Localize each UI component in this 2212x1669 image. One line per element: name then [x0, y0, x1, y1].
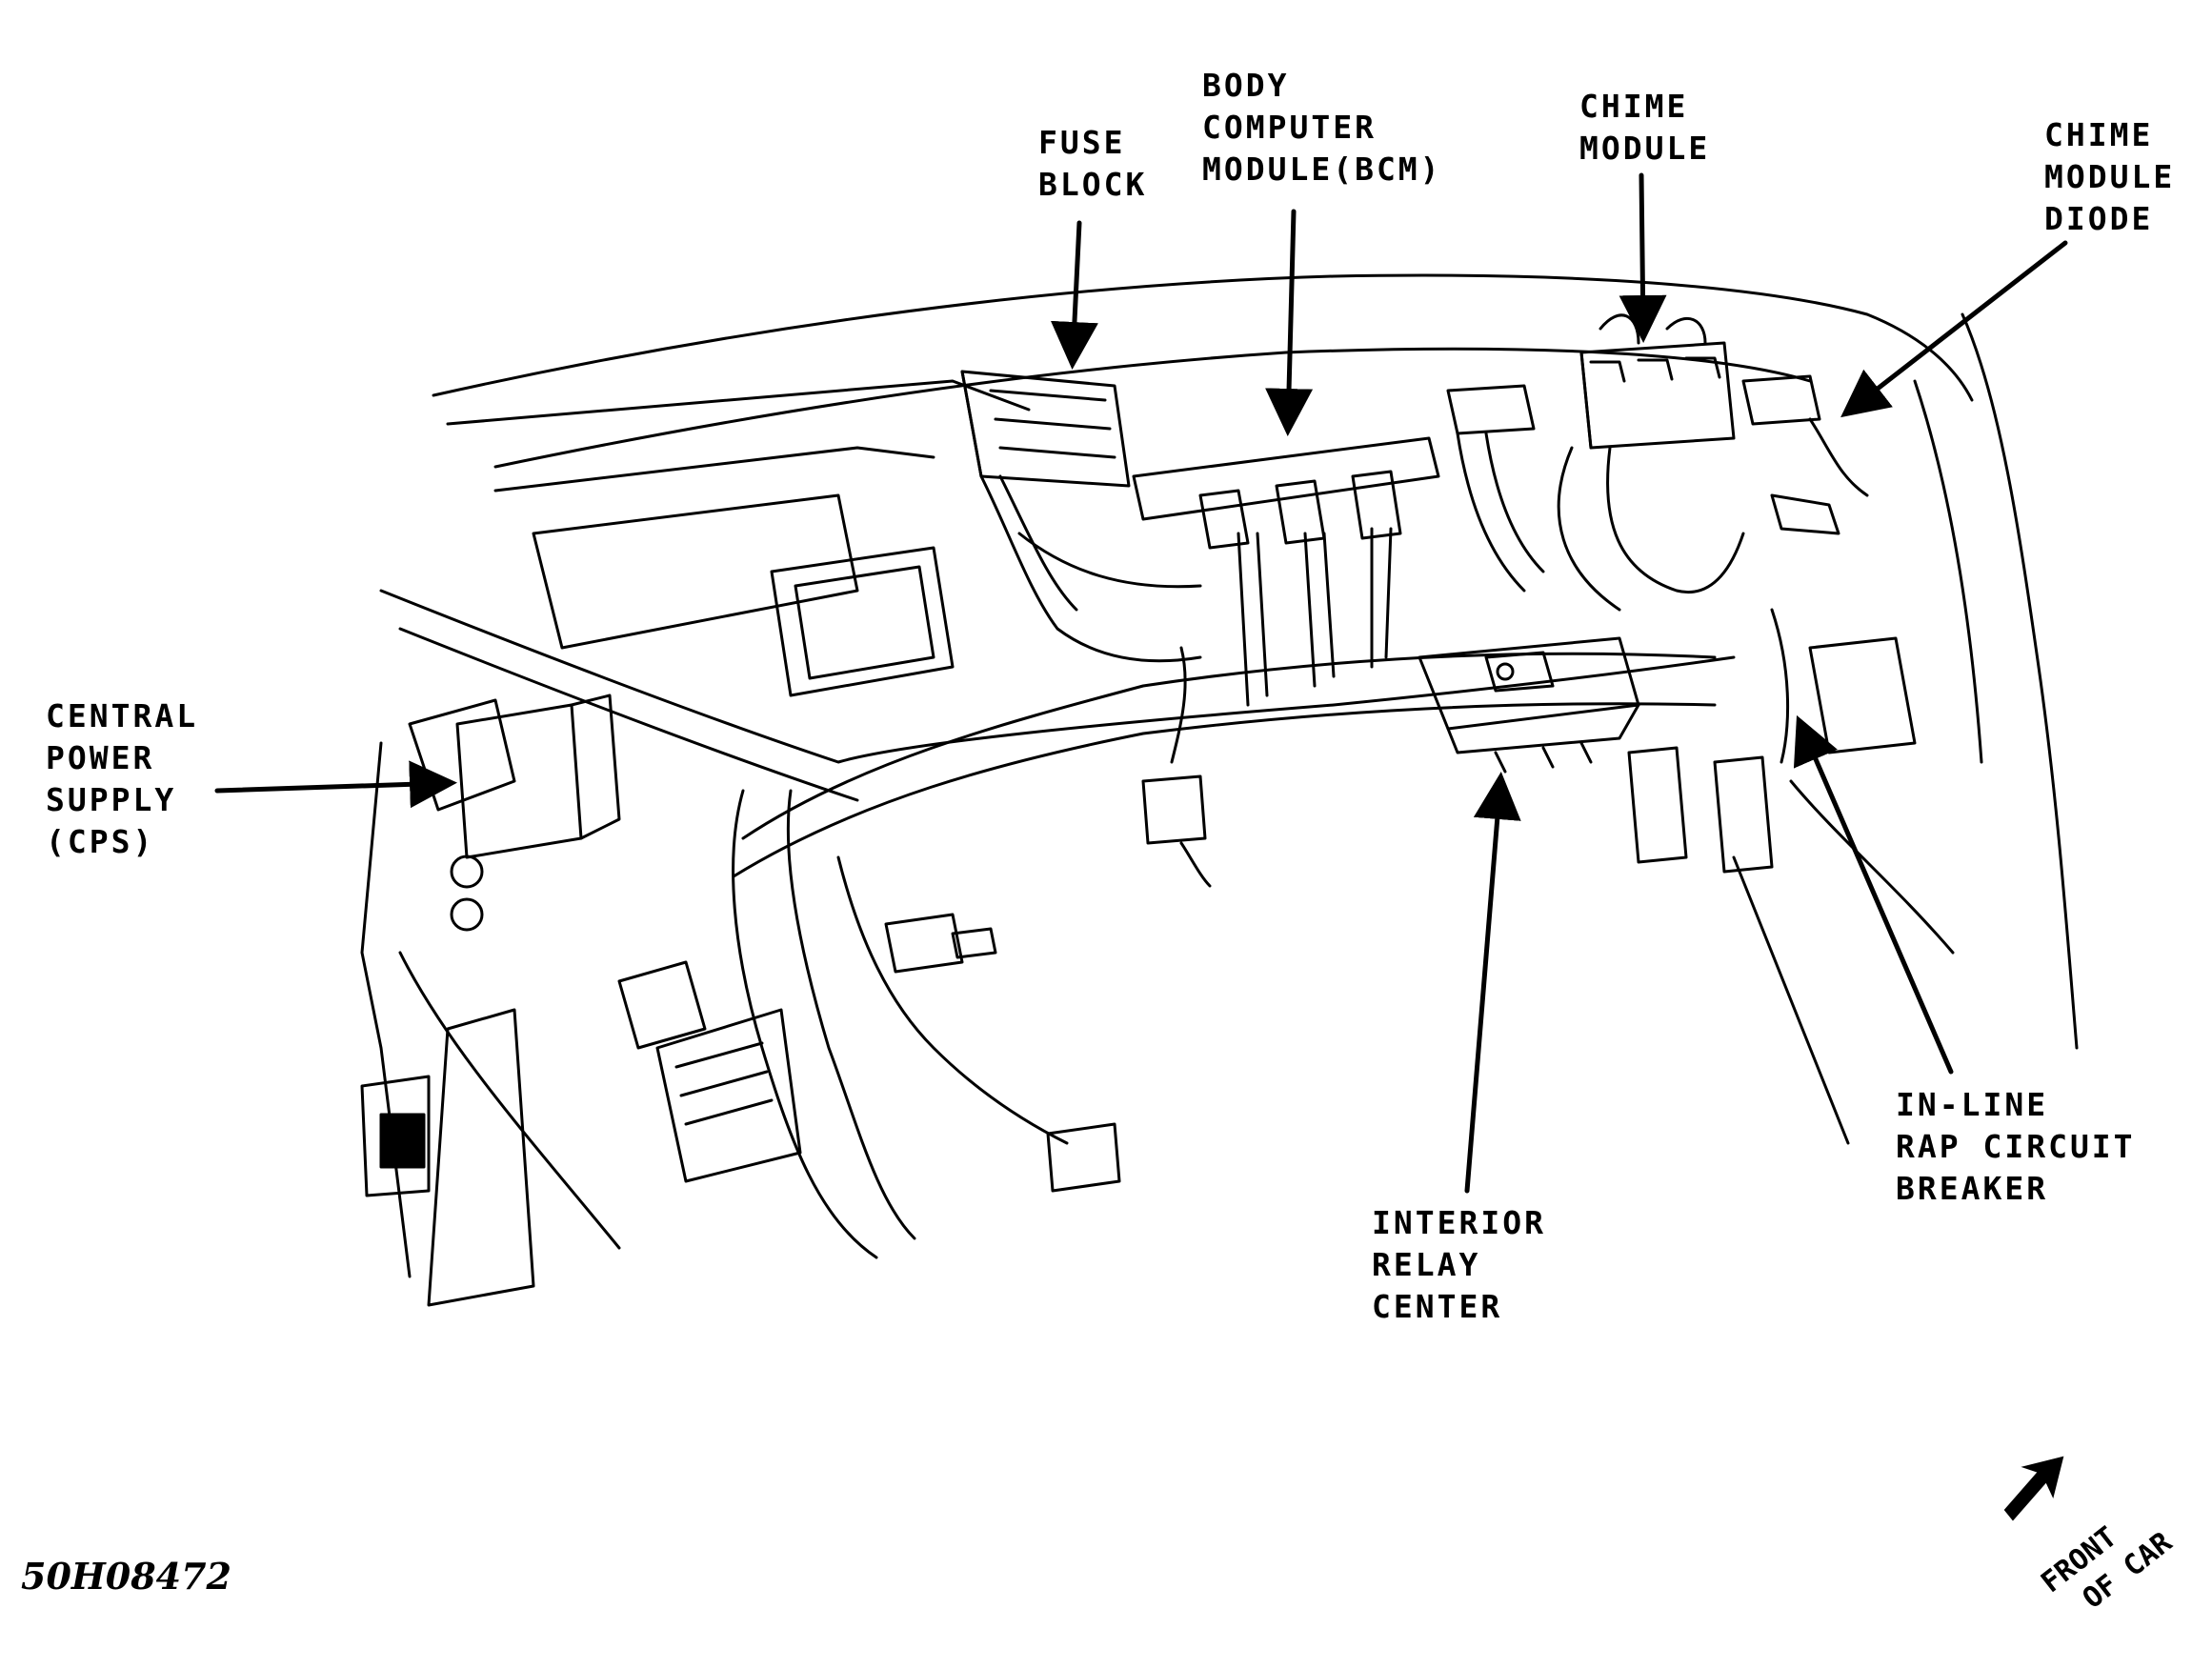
dash-top-outline	[432, 273, 1974, 402]
main-harness	[741, 652, 1717, 840]
label-line: RAP CIRCUIT	[1896, 1128, 2136, 1165]
front-of-car-arrow-icon	[2003, 1456, 2064, 1521]
arrow-cps	[214, 760, 457, 809]
label-line: RELAY	[1372, 1246, 1481, 1283]
label-line: BREAKER	[1896, 1170, 2049, 1207]
arrow-fuse-block	[1050, 220, 1098, 370]
arrow-rap-breaker	[1793, 714, 1954, 1075]
label-line: CENTER	[1372, 1288, 1503, 1325]
label-line: FUSE	[1038, 124, 1126, 161]
label-interior-relay-center: INTERIOR RELAY CENTER	[1372, 1202, 1546, 1328]
label-chime-module: CHIME MODULE	[1579, 86, 1710, 170]
label-line: MODULE(BCM)	[1202, 151, 1442, 188]
cps-body	[455, 703, 583, 859]
left-module-box	[655, 1008, 802, 1183]
arrow-relay-center	[1464, 772, 1521, 1194]
label-fuse-block: FUSE BLOCK	[1038, 122, 1147, 206]
label-chime-module-diode: CHIME MODULE DIODE	[2044, 114, 2175, 240]
label-line: CENTRAL	[46, 697, 199, 734]
arrow-chime-diode	[1840, 240, 2068, 418]
accelerator-pedal	[427, 1008, 535, 1307]
label-line: IN-LINE	[1896, 1086, 2049, 1123]
chime-diode-body	[1741, 374, 1821, 426]
figure-id: 50H08472	[21, 1555, 231, 1598]
label-line: BODY	[1202, 67, 1290, 104]
label-rap-circuit-breaker: IN-LINE RAP CIRCUIT BREAKER	[1896, 1084, 2136, 1210]
label-line: CHIME	[1579, 88, 1689, 125]
label-line: SUPPLY	[46, 781, 177, 818]
arrow-chime-module	[1619, 172, 1667, 343]
label-line: INTERIOR	[1372, 1204, 1546, 1241]
label-cps: CENTRAL POWER SUPPLY (CPS)	[46, 695, 198, 863]
label-line: BLOCK	[1038, 166, 1148, 203]
label-line: COMPUTER	[1202, 109, 1377, 146]
arrow-bcm	[1265, 209, 1314, 436]
bcm-body	[1132, 436, 1440, 521]
label-line: DIODE	[2044, 200, 2154, 237]
label-line: POWER	[46, 739, 155, 776]
label-line: CHIME	[2044, 116, 2154, 153]
label-bcm: BODY COMPUTER MODULE(BCM)	[1202, 65, 1442, 191]
dash-top-inner	[493, 347, 1812, 469]
label-line: MODULE	[2044, 158, 2176, 195]
dash-lower-edge	[379, 589, 1736, 764]
label-line: (CPS)	[46, 823, 155, 860]
label-line: MODULE	[1579, 130, 1711, 167]
